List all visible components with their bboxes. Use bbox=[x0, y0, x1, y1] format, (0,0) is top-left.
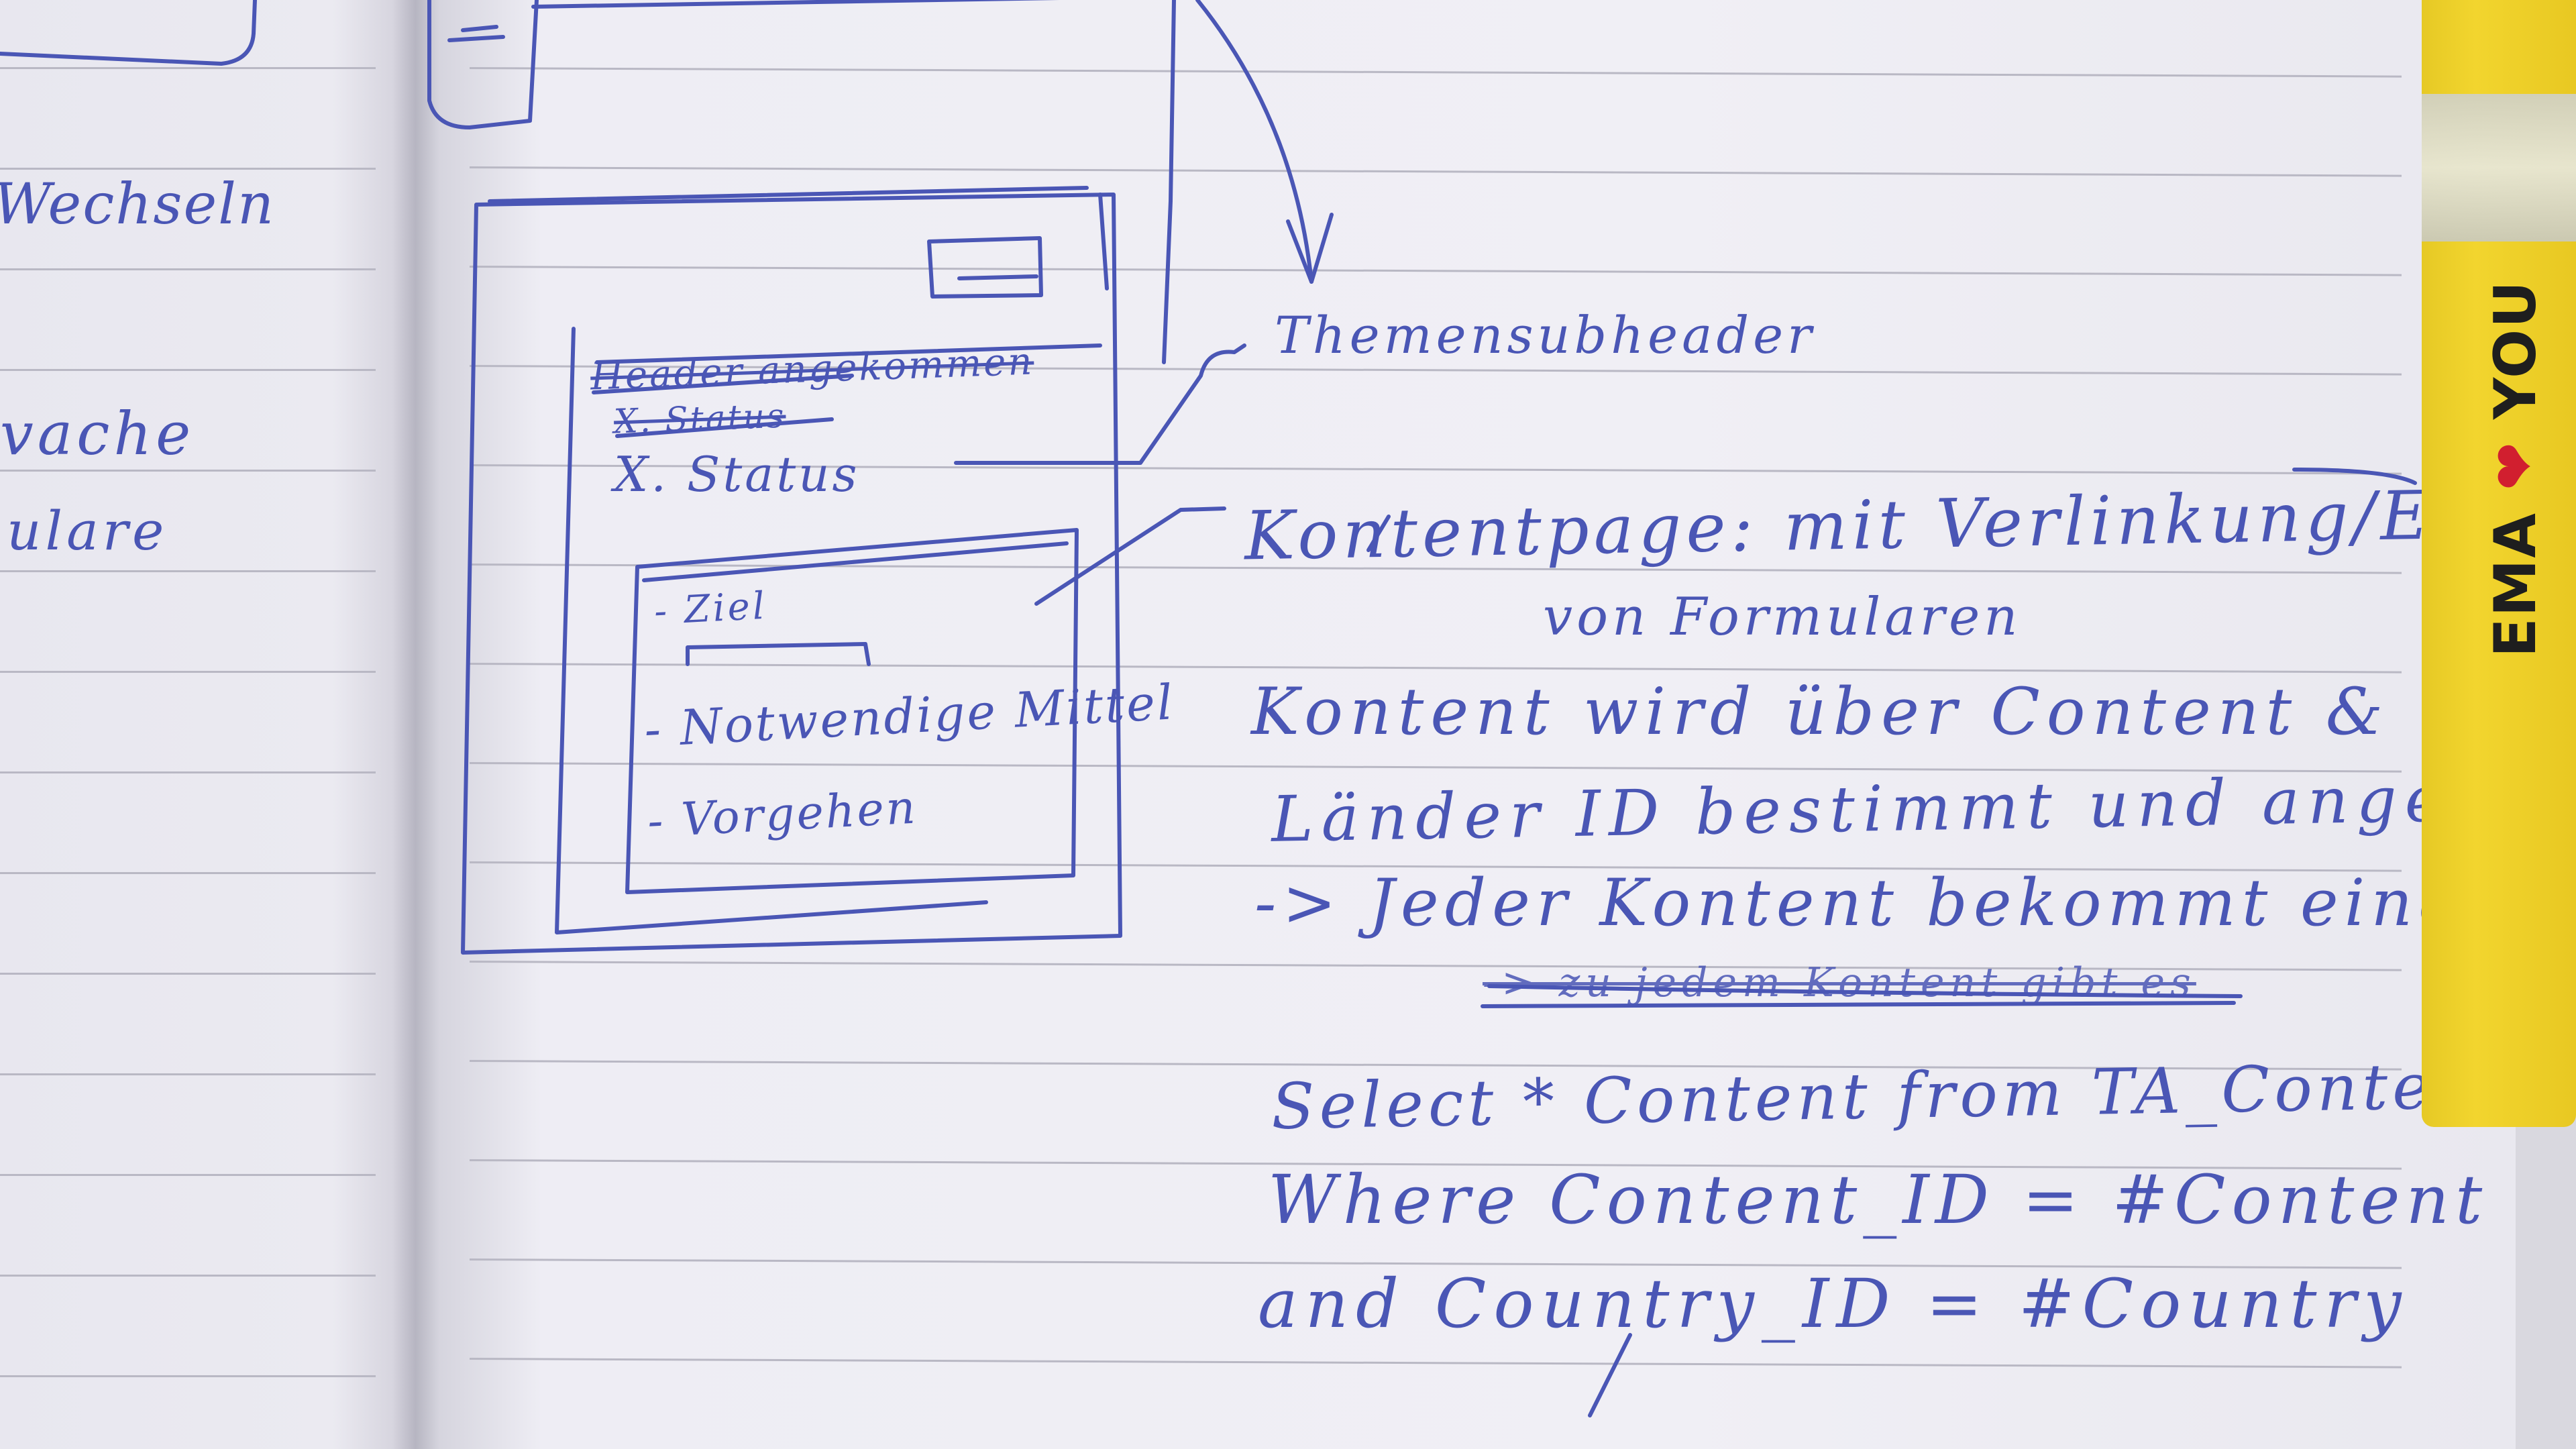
brand-left: EMA bbox=[2482, 512, 2549, 657]
strikeout-note-2 bbox=[1481, 1001, 2236, 1008]
sketch-status-strikeout-text: X. Status bbox=[613, 396, 787, 441]
ruled-line bbox=[0, 1073, 376, 1075]
top-small-box-stroke bbox=[427, 0, 539, 129]
theme-connector bbox=[954, 343, 1246, 465]
left-top-box-stroke bbox=[0, 0, 257, 66]
ruled-line bbox=[0, 369, 376, 371]
strikeout-header bbox=[592, 374, 854, 394]
sketch-button-inner bbox=[957, 274, 1038, 280]
brand-logo-text: EMA ❤ YOU bbox=[2482, 280, 2549, 657]
left-fragment-1: Wechseln bbox=[0, 171, 276, 237]
arrow-curve bbox=[1195, 0, 1313, 284]
sketch-status-text: X. Status bbox=[614, 446, 860, 502]
left-fragment-3: ulare bbox=[7, 500, 168, 562]
heart-icon: ❤ bbox=[2482, 441, 2549, 491]
left-fragment-2: vache bbox=[0, 399, 195, 468]
page-frame-top-line bbox=[488, 186, 1089, 203]
note-sql-where: Where Content_ID = #Content bbox=[1268, 1161, 2489, 1239]
ruled-line bbox=[0, 470, 376, 472]
sketch-item-ziel: - Ziel bbox=[653, 584, 769, 634]
sketch-button-rect bbox=[927, 236, 1043, 299]
ruled-line bbox=[0, 168, 376, 170]
note-sql-and: and Country_ID = #Country bbox=[1258, 1265, 2409, 1343]
content-box-top-line bbox=[642, 541, 1069, 582]
ruled-line bbox=[0, 973, 376, 975]
subheader-line bbox=[595, 343, 1102, 364]
note-themensubheader: Themensubheader bbox=[1275, 305, 1816, 365]
ruled-line bbox=[0, 671, 376, 673]
top-line-stroke bbox=[531, 0, 1060, 9]
flourish-descender bbox=[1588, 1333, 1632, 1417]
contentpage-connector bbox=[1034, 506, 1226, 606]
elastic-band bbox=[2422, 94, 2576, 241]
ruled-line bbox=[0, 1375, 376, 1377]
flourish-1 bbox=[1366, 515, 1391, 552]
ruled-line bbox=[0, 1275, 376, 1277]
top-small-box-marks bbox=[447, 25, 505, 42]
ruled-line bbox=[0, 872, 376, 874]
strikeout-note bbox=[1487, 984, 2243, 998]
ruled-line bbox=[0, 1174, 376, 1176]
inner-page-outline bbox=[555, 327, 988, 934]
brand-right: YOU bbox=[2482, 279, 2549, 420]
note-contentpage-line-2: von Formularen bbox=[1543, 587, 2022, 647]
ruled-line bbox=[0, 570, 376, 572]
note-determined-line-1: Kontent wird über Content & bbox=[1251, 674, 2390, 749]
left-notebook-page bbox=[0, 0, 416, 1449]
arrow-left-shaft bbox=[1162, 0, 1176, 364]
ruled-line bbox=[0, 67, 376, 69]
page-frame-right-tick bbox=[1098, 193, 1109, 290]
ziel-bracket bbox=[686, 642, 871, 666]
page-frame-outline bbox=[461, 193, 1122, 955]
note-crossed-out: -> zu jedem Kontent gibt es bbox=[1483, 959, 2196, 1006]
ruled-line bbox=[0, 771, 376, 773]
arrow-head bbox=[1286, 213, 1334, 284]
right-notebook-page bbox=[416, 0, 2516, 1449]
flourish-slash bbox=[2292, 468, 2417, 485]
strikeout-status bbox=[615, 417, 834, 438]
note-each-content-id: -> Jeder Kontent bekommt eine ID bbox=[1254, 865, 2576, 941]
content-box-outline bbox=[625, 528, 1079, 894]
notebook-spine bbox=[392, 0, 439, 1449]
ruled-line bbox=[0, 268, 376, 270]
